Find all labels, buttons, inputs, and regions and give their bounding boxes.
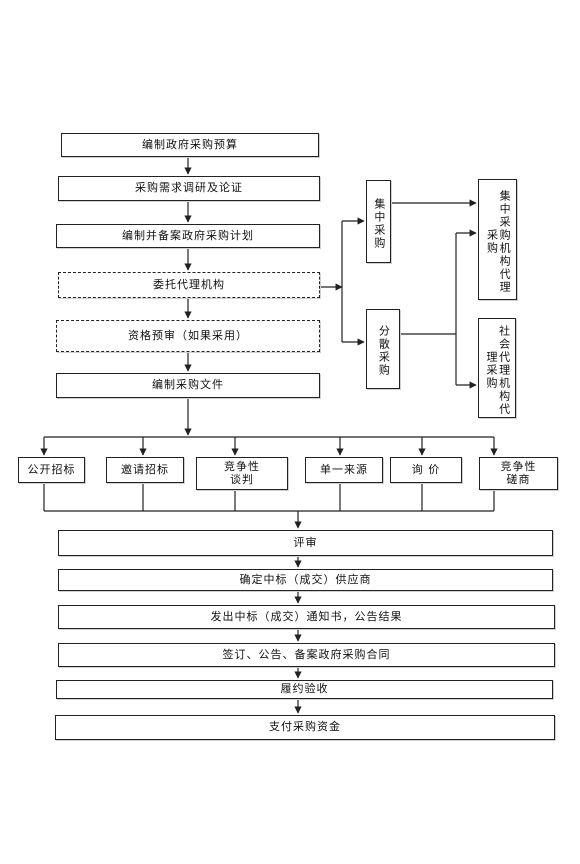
method-invite: 邀请招标 — [106, 457, 184, 483]
node-docs: 编制采购文件 — [56, 373, 320, 398]
method-consult: 竞争性 磋商 — [479, 457, 558, 490]
node-central: 集中采购 — [366, 180, 391, 263]
node-notice: 发出中标（成交）通知书，公告结果 — [58, 605, 555, 629]
method-negotiation: 竞争性 谈判 — [196, 457, 288, 490]
node-prequal: 资格预审（如果采用） — [56, 320, 320, 352]
node-central-agency: 集中采购机构代理采购 — [478, 179, 517, 300]
node-contract: 签订、公告、备案政府采购合同 — [58, 643, 555, 667]
node-supplier: 确定中标（成交）供应商 — [58, 569, 553, 591]
method-single: 单一来源 — [305, 457, 383, 483]
node-social-agency: 社会代理机构代理采购 — [478, 318, 516, 418]
node-plan: 编制并备案政府采购计划 — [56, 224, 320, 248]
node-decentral: 分散采购 — [366, 309, 400, 389]
node-research: 采购需求调研及论证 — [58, 176, 320, 201]
node-review: 评审 — [58, 530, 553, 556]
node-payment: 支付采购资金 — [55, 715, 555, 740]
node-entrust: 委托代理机构 — [58, 272, 320, 298]
method-open: 公开招标 — [18, 457, 85, 483]
node-acceptance: 履约验收 — [56, 680, 553, 699]
node-budget: 编制政府采购预算 — [61, 133, 319, 157]
method-inquiry: 询 价 — [390, 457, 462, 483]
